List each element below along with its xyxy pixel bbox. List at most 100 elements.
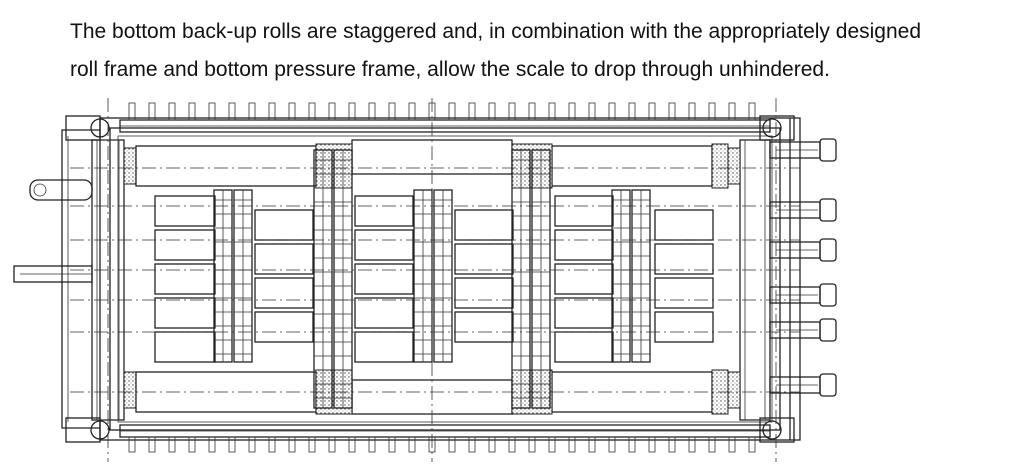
bolt-pin [468,436,476,453]
bolt-pin [408,102,416,121]
bolt-pin [488,102,496,121]
bolt-pin [328,102,336,121]
bolt-pin [548,102,556,121]
bolt-pin [448,436,456,453]
left-chock-column [91,139,137,421]
bolt-pin [388,436,396,453]
bolt-pin [588,102,596,121]
work-roll [654,311,714,343]
bolt-pin [408,436,416,453]
bolt-pin [668,102,676,121]
connector [769,138,837,162]
bolt-pin [688,436,696,453]
outer-frame [61,117,801,441]
bolt-pin [188,436,196,453]
bolt-pin [728,102,736,121]
connector [769,238,837,262]
bolt-pin [728,436,736,453]
bolt-pin [668,436,676,453]
caption-text: The bottom back-up rolls are staggered a… [70,13,1010,89]
bolt-pin [228,102,236,121]
bolt-pin [568,102,576,121]
top-rail [119,119,771,133]
bolt-pin [128,436,136,453]
work-roll [254,311,314,343]
work-roll [254,243,314,275]
bolt-pin [568,436,576,453]
work-roll [354,195,414,227]
work-roll [154,229,216,261]
connector [769,373,837,397]
center-lines [70,98,800,462]
bolt-pin [608,436,616,453]
bolt-pin [288,102,296,121]
work-roll [654,209,714,241]
bolt-pin [508,436,516,453]
bolt-pin [188,102,196,121]
rail-bolts [128,102,756,453]
corner-housings [65,115,795,443]
work-roll [154,297,216,329]
bolt-pin [228,436,236,453]
bolt-pin [348,436,356,453]
bolt-pin [308,102,316,121]
bolt-pin [148,102,156,121]
bolt-pin [448,102,456,121]
right-chock-column [727,139,771,421]
work-roll [554,331,614,363]
bolt-pin [168,436,176,453]
caption-line-2: roll frame and bottom pressure frame, al… [70,58,830,81]
bolt-pin [548,436,556,453]
bolt-pin [708,436,716,453]
work-roll [554,195,614,227]
bolt-pin [368,102,376,121]
work-roll [654,277,714,309]
work-roll [454,277,514,309]
work-roll [154,195,216,227]
bolt-pin [488,436,496,453]
bolt-pin [208,436,216,453]
left-drive-shafts [13,179,93,283]
work-roll [154,263,216,295]
bolt-pin [248,102,256,121]
work-roll [554,229,614,261]
bolt-pin [648,102,656,121]
bolt-pin [748,102,756,121]
work-roll [354,331,414,363]
bolt-pin [388,102,396,121]
bolt-pin [308,436,316,453]
right-connectors [769,138,837,397]
work-roll [554,297,614,329]
bolt-pin [648,436,656,453]
connector [769,318,837,342]
bolt-pin [628,436,636,453]
work-roll [354,229,414,261]
work-roll [254,209,314,241]
bolt-pin [268,436,276,453]
work-roll [454,209,514,241]
work-roll [354,263,414,295]
work-roll [154,331,216,363]
bolt-pin [588,436,596,453]
bolt-pin [168,102,176,121]
bolt-pin [508,102,516,121]
bottom-rail [119,424,771,438]
bolt-pin [528,436,536,453]
bolt-pin [688,102,696,121]
caption-line-1: The bottom back-up rolls are staggered a… [70,20,922,43]
bolt-pin [608,102,616,121]
bolt-pin [128,102,136,121]
bolt-pin [748,436,756,453]
bolt-pin [288,436,296,453]
bolt-pin [328,436,336,453]
bolt-pin [468,102,476,121]
work-roll [254,277,314,309]
bolt-pin [348,102,356,121]
bolt-pin [268,102,276,121]
connector [769,198,837,222]
bolt-pin [628,102,636,121]
work-roll [454,243,514,275]
work-roll [354,297,414,329]
work-roll [454,311,514,343]
